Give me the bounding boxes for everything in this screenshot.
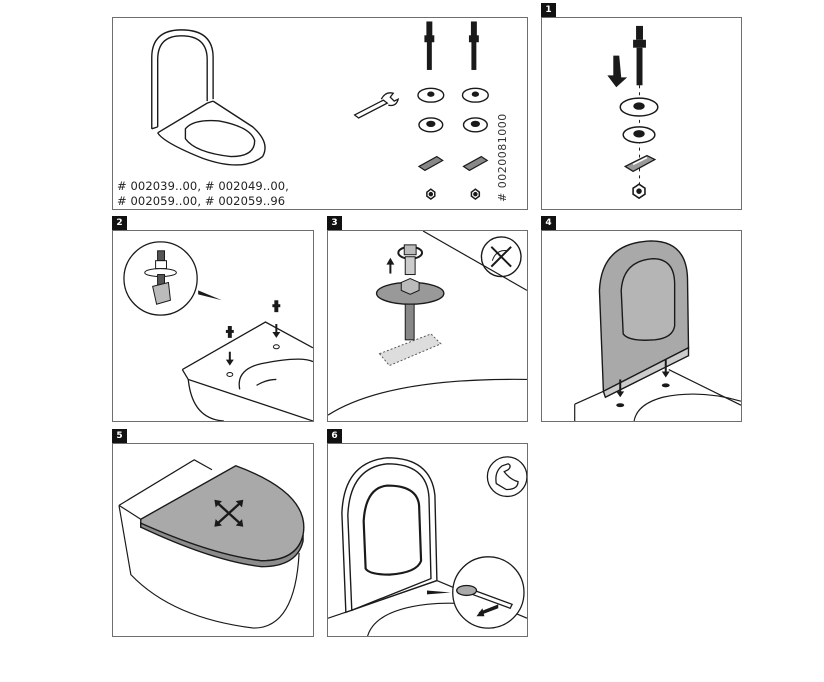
tighten-with-wrench-illustration — [328, 456, 527, 636]
toilet-seat-lid-illustration — [151, 29, 266, 166]
anchor-plate-icon — [417, 155, 444, 172]
down-arrow-icon — [272, 324, 281, 338]
bolt-icon — [468, 21, 479, 70]
place-seat-illustration — [574, 240, 741, 421]
anchor-plate-icon — [462, 155, 489, 172]
step-1-panel — [541, 17, 742, 210]
step-3-panel — [327, 230, 528, 422]
wrench-detail-magnifier — [452, 556, 525, 629]
adjust-seat-illustration — [118, 459, 305, 629]
article-numbers-line-2: # 002059..00, # 002059..96 — [117, 194, 286, 208]
bolt-assembly-illustration — [607, 25, 659, 200]
step-4-panel — [541, 230, 742, 422]
toilet-bowl-outline — [574, 369, 741, 421]
screw-icon — [616, 383, 670, 408]
kit-number: # 0020081000 — [496, 113, 509, 202]
anchor-plate-icon — [378, 333, 442, 367]
large-washer-icon — [417, 87, 445, 103]
step-number-badge: 3 — [327, 216, 342, 230]
toilet-seat-lid-outline — [341, 457, 438, 614]
small-washer-icon — [418, 117, 444, 133]
up-arrow-icon — [386, 257, 395, 274]
toilet-seat-lid-grey — [598, 240, 690, 399]
nut-icon — [426, 188, 436, 201]
step-number-badge: 6 — [327, 429, 342, 443]
step-5-panel — [112, 443, 314, 637]
toilet-bowl-outline — [118, 459, 300, 629]
tighten-bolt-illustration — [328, 231, 527, 416]
bolt-icon — [375, 244, 445, 341]
left-arrow-icon — [476, 604, 499, 617]
bolt-icon — [225, 300, 281, 338]
step-6-panel — [327, 443, 528, 637]
article-numbers-line-1: # 002039..00, # 002049..00, — [117, 179, 289, 193]
nut-icon — [632, 183, 646, 200]
insert-bolts-illustration — [123, 241, 313, 421]
down-arrow-icon — [607, 55, 628, 88]
wrench-icon — [456, 584, 514, 610]
large-washer-icon — [461, 87, 489, 103]
toilet-seat-closed-grey — [140, 465, 305, 568]
adjust-arrows-icon — [214, 499, 244, 527]
bolt-icon — [633, 25, 646, 86]
wrench-icon — [353, 92, 400, 119]
small-washer-icon — [622, 126, 656, 144]
parts-panel: # 002039..00, # 002049..00, # 002059..00… — [112, 17, 528, 210]
step-number-badge: 1 — [541, 3, 556, 17]
bolt-detail-icon — [144, 250, 177, 305]
flexed-arm-icon — [486, 456, 527, 498]
bolt-icon — [424, 21, 435, 70]
nut-icon — [470, 188, 481, 201]
down-arrow-icon — [225, 351, 234, 366]
no-tool-icon — [480, 236, 522, 278]
large-washer-icon — [619, 97, 659, 117]
step-number-badge: 4 — [541, 216, 556, 230]
toilet-bowl-outline — [181, 321, 313, 421]
step-2-panel — [112, 230, 314, 422]
small-washer-icon — [462, 117, 488, 133]
down-arrow-icon — [616, 359, 670, 398]
anchor-plate-icon — [623, 154, 657, 173]
parts-illustration — [151, 21, 489, 201]
step-number-badge: 2 — [112, 216, 127, 230]
step-number-badge: 5 — [112, 429, 127, 443]
